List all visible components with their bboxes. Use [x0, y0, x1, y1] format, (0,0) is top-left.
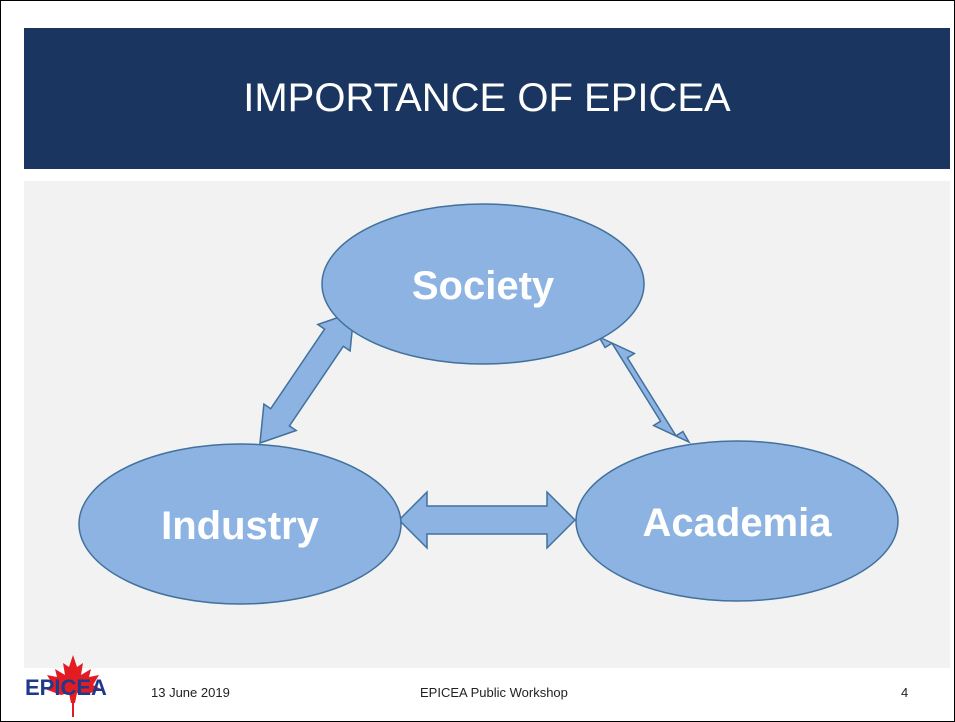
footer-date: 13 June 2019: [151, 685, 230, 700]
node-society-label: Society: [412, 264, 555, 308]
arrow-industry-academia: [397, 490, 577, 550]
node-industry: Industry: [78, 443, 402, 605]
epicea-logo: EPICEA: [25, 655, 107, 717]
footer-event: EPICEA Public Workshop: [420, 685, 568, 700]
node-industry-label: Industry: [161, 504, 320, 548]
arrow-society-academia: [597, 335, 691, 444]
node-society: Society: [321, 203, 645, 365]
arrow-industry-society: [259, 310, 355, 445]
logo-wordmark: EPICEA: [25, 675, 107, 700]
node-academia-label: Academia: [643, 501, 833, 545]
node-academia: Academia: [575, 440, 899, 602]
title-banner: IMPORTANCE OF EPICEA: [24, 28, 950, 169]
footer-page-number: 4: [901, 685, 909, 700]
slide-title: IMPORTANCE OF EPICEA: [243, 76, 731, 120]
